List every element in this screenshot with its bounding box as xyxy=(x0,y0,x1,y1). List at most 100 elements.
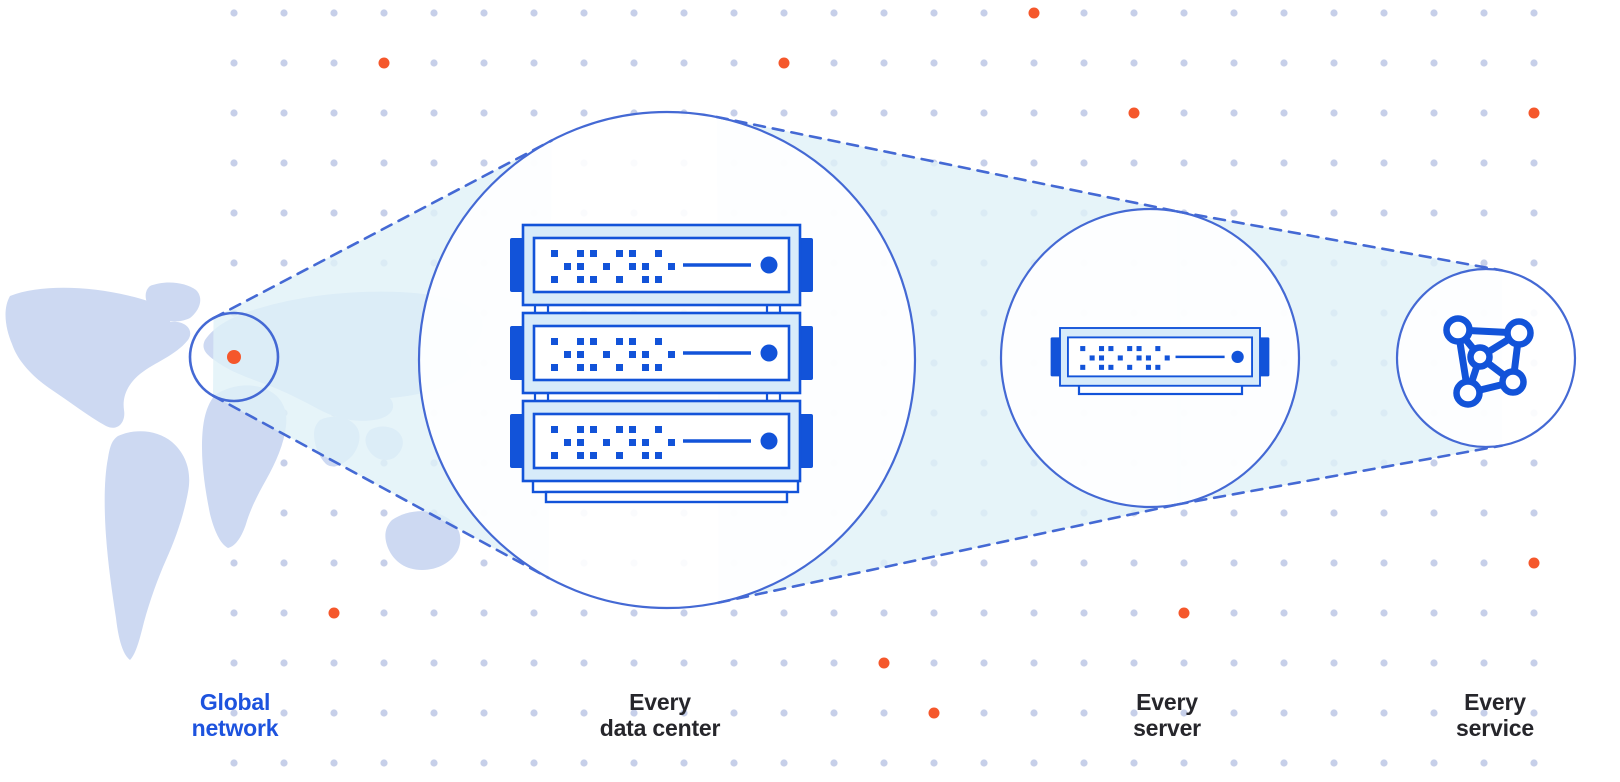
grid-dot xyxy=(1380,9,1388,17)
grid-dot xyxy=(830,759,838,767)
grid-dot xyxy=(1530,209,1538,217)
grid-dot xyxy=(930,659,938,667)
grid-dot xyxy=(1430,659,1438,667)
grid-dot xyxy=(530,759,538,767)
grid-dot xyxy=(1530,609,1538,617)
label-every-server: Every server xyxy=(1052,689,1282,741)
rack-pedestal xyxy=(531,478,800,504)
grid-dot xyxy=(1180,59,1188,67)
grid-dot xyxy=(330,659,338,667)
label-every-service: Every service xyxy=(1380,689,1610,741)
grid-dot xyxy=(830,109,838,117)
grid-dot xyxy=(980,659,988,667)
grid-dot xyxy=(380,759,388,767)
accent-dot xyxy=(778,57,790,69)
grid-dot xyxy=(680,59,688,67)
grid-dot xyxy=(480,59,488,67)
grid-dot xyxy=(1480,759,1488,767)
grid-dot xyxy=(280,559,288,567)
grid-dot xyxy=(1530,159,1538,167)
grid-dot xyxy=(680,759,688,767)
grid-dot xyxy=(1430,509,1438,517)
grid-dot xyxy=(580,59,588,67)
grid-dot xyxy=(280,209,288,217)
grid-dot xyxy=(930,759,938,767)
grid-dot xyxy=(380,559,388,567)
grid-dot xyxy=(1430,59,1438,67)
accent-orange-dots xyxy=(328,7,1540,719)
accent-dot xyxy=(1528,107,1540,119)
grid-dot xyxy=(1430,609,1438,617)
grid-dot xyxy=(1530,259,1538,267)
grid-dot xyxy=(830,709,838,717)
data-center-icon xyxy=(508,223,815,504)
grid-dot xyxy=(1280,109,1288,117)
server-rack-unit-single xyxy=(1049,326,1271,388)
grid-dot xyxy=(1480,209,1488,217)
grid-dot xyxy=(580,659,588,667)
grid-dot xyxy=(630,759,638,767)
grid-dot xyxy=(280,259,288,267)
label-line: Every xyxy=(1136,689,1198,715)
grid-dot xyxy=(380,659,388,667)
grid-dot xyxy=(480,759,488,767)
grid-dot xyxy=(330,159,338,167)
grid-dot xyxy=(480,9,488,17)
grid-dot xyxy=(1280,159,1288,167)
grid-dot xyxy=(530,109,538,117)
grid-dot xyxy=(630,659,638,667)
grid-dot xyxy=(1280,59,1288,67)
grid-dot xyxy=(1330,9,1338,17)
grid-dot xyxy=(730,109,738,117)
grid-dot xyxy=(1180,659,1188,667)
grid-dot xyxy=(1180,509,1188,517)
grid-dot xyxy=(480,159,488,167)
grid-dot xyxy=(280,659,288,667)
grid-dot xyxy=(1280,609,1288,617)
grid-dot xyxy=(1180,759,1188,767)
grid-dot xyxy=(380,109,388,117)
grid-dot xyxy=(1330,609,1338,617)
grid-dot xyxy=(1430,109,1438,117)
grid-dot xyxy=(1380,59,1388,67)
grid-dot xyxy=(1480,559,1488,567)
grid-dot xyxy=(430,109,438,117)
grid-dot xyxy=(1430,9,1438,17)
grid-dot xyxy=(1280,209,1288,217)
grid-dot xyxy=(330,59,338,67)
grid-dot xyxy=(1380,209,1388,217)
grid-dot xyxy=(930,109,938,117)
grid-dot xyxy=(930,9,938,17)
grid-dot xyxy=(230,759,238,767)
grid-dot xyxy=(980,9,988,17)
grid-dot xyxy=(1130,709,1138,717)
grid-dot xyxy=(980,559,988,567)
grid-dot xyxy=(880,59,888,67)
grid-dot xyxy=(1330,59,1338,67)
grid-dot xyxy=(380,159,388,167)
grid-dot xyxy=(930,559,938,567)
grid-dot xyxy=(330,109,338,117)
grid-dot xyxy=(280,459,288,467)
grid-dot xyxy=(580,759,588,767)
grid-dot xyxy=(1530,509,1538,517)
grid-dot xyxy=(1430,209,1438,217)
grid-dot xyxy=(880,109,888,117)
grid-dot xyxy=(1080,159,1088,167)
grid-dot xyxy=(280,509,288,517)
label-line: Every xyxy=(1464,689,1526,715)
grid-dot xyxy=(680,609,688,617)
location-marker-dot xyxy=(227,350,241,364)
accent-dot xyxy=(1528,557,1540,569)
grid-dot xyxy=(430,9,438,17)
grid-dot xyxy=(1380,609,1388,617)
grid-dot xyxy=(230,59,238,67)
grid-dot xyxy=(230,609,238,617)
grid-dot xyxy=(1480,709,1488,717)
grid-dot xyxy=(1030,159,1038,167)
grid-dot xyxy=(1230,509,1238,517)
grid-dot xyxy=(280,609,288,617)
grid-dot xyxy=(230,659,238,667)
